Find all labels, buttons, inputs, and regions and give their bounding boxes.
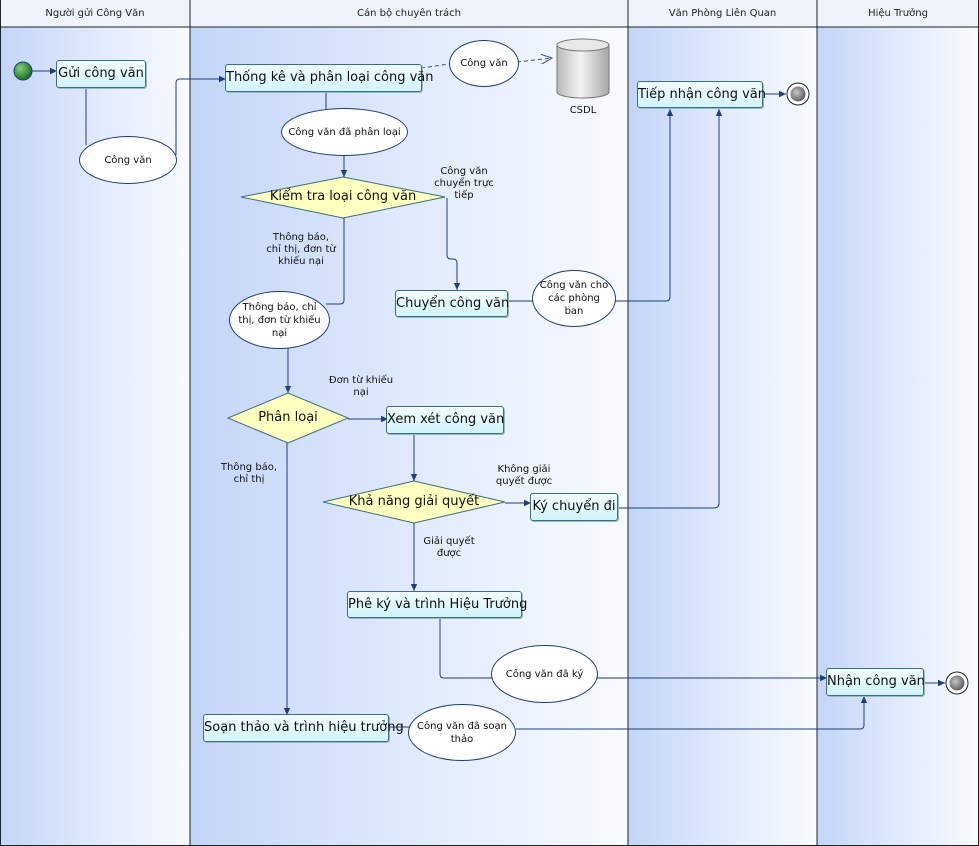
activity-xem-xet[interactable]: Xem xét công văn	[386, 406, 504, 434]
lane-header-strip	[0, 0, 979, 27]
datastore-label: CSDL	[569, 105, 597, 116]
edge-label-chuyen-truc-tiep: Công văn chuyển trực tiếp	[434, 166, 494, 201]
decision-kiem-tra-shape	[240, 176, 446, 219]
lane-office-bg	[628, 0, 817, 846]
activity-gui-cong-van[interactable]: Gửi công văn	[56, 60, 146, 88]
activity-tiep-nhan[interactable]: Tiếp nhận công văn	[637, 81, 766, 108]
start-node	[13, 61, 33, 81]
lane-title-principal: Hiệu Trưởng	[868, 8, 928, 19]
edge-label-thong-bao-guard: Thông báo, chỉ thị, đơn từ khiếu nại	[266, 232, 336, 267]
edge-label-giai-quyet: Giải quyết được	[423, 536, 475, 559]
datastore-csdl	[556, 38, 610, 99]
edge-label-khong-giai-quyet: Không giải quyết được	[495, 464, 553, 487]
lane-principal-bg	[817, 0, 979, 846]
decision-kiem-tra-label: Kiểm tra loại công văn	[269, 189, 417, 204]
object-cong-van-top: Công văn	[449, 40, 519, 87]
edge-label-don-tu: Đơn từ khiếu nại	[328, 375, 394, 398]
object-cong-van-sender: Công văn	[79, 136, 177, 184]
decision-phan-loai-shape	[226, 392, 350, 444]
flow-edges	[32, 67, 945, 730]
lane-sender-bg	[0, 0, 190, 846]
object-cong-van-da-phan-loai: Công văn đã phân loại	[281, 108, 408, 156]
end-node-office	[786, 82, 810, 106]
lane-title-office: Văn Phòng Liên Quan	[668, 8, 777, 19]
end-node-principal	[945, 671, 969, 695]
lane-title-officer: Cán bộ chuyên trách	[356, 8, 462, 19]
decision-phan-loai-label: Phân loại	[258, 410, 318, 425]
activity-chuyen-cong-van[interactable]: Chuyển công văn	[395, 290, 509, 317]
object-thong-bao: Thông báo, chỉ thị, đơn từ khiếu nại	[229, 291, 330, 349]
decision-kha-nang-label: Khả năng giải quyết	[348, 494, 480, 509]
activity-soan-thao[interactable]: Soạn thảo và trình hiệu trưởng	[203, 714, 404, 742]
edge-label-thong-bao-chi-thi: Thông báo, chỉ thị	[220, 462, 278, 485]
activity-thong-ke[interactable]: Thống kê và phân loại công văn	[225, 64, 433, 92]
object-cong-van-da-soan: Công văn đã soạn thảo	[408, 704, 516, 761]
datastore-edges	[420, 58, 552, 69]
object-cong-van-phong-ban: Công văn cho các phòng ban	[532, 270, 616, 327]
object-cong-van-da-ky: Công văn đã ký	[491, 645, 598, 703]
lane-title-sender: Người gửi Công Văn	[45, 8, 145, 19]
activity-phe-ky[interactable]: Phê ký và trình Hiệu Trưởng	[347, 591, 527, 618]
decision-kha-nang-shape	[322, 480, 506, 524]
activity-ky-chuyen-di[interactable]: Ký chuyển đi	[530, 493, 618, 521]
activity-nhan-cong-van[interactable]: Nhận công văn	[826, 668, 925, 696]
